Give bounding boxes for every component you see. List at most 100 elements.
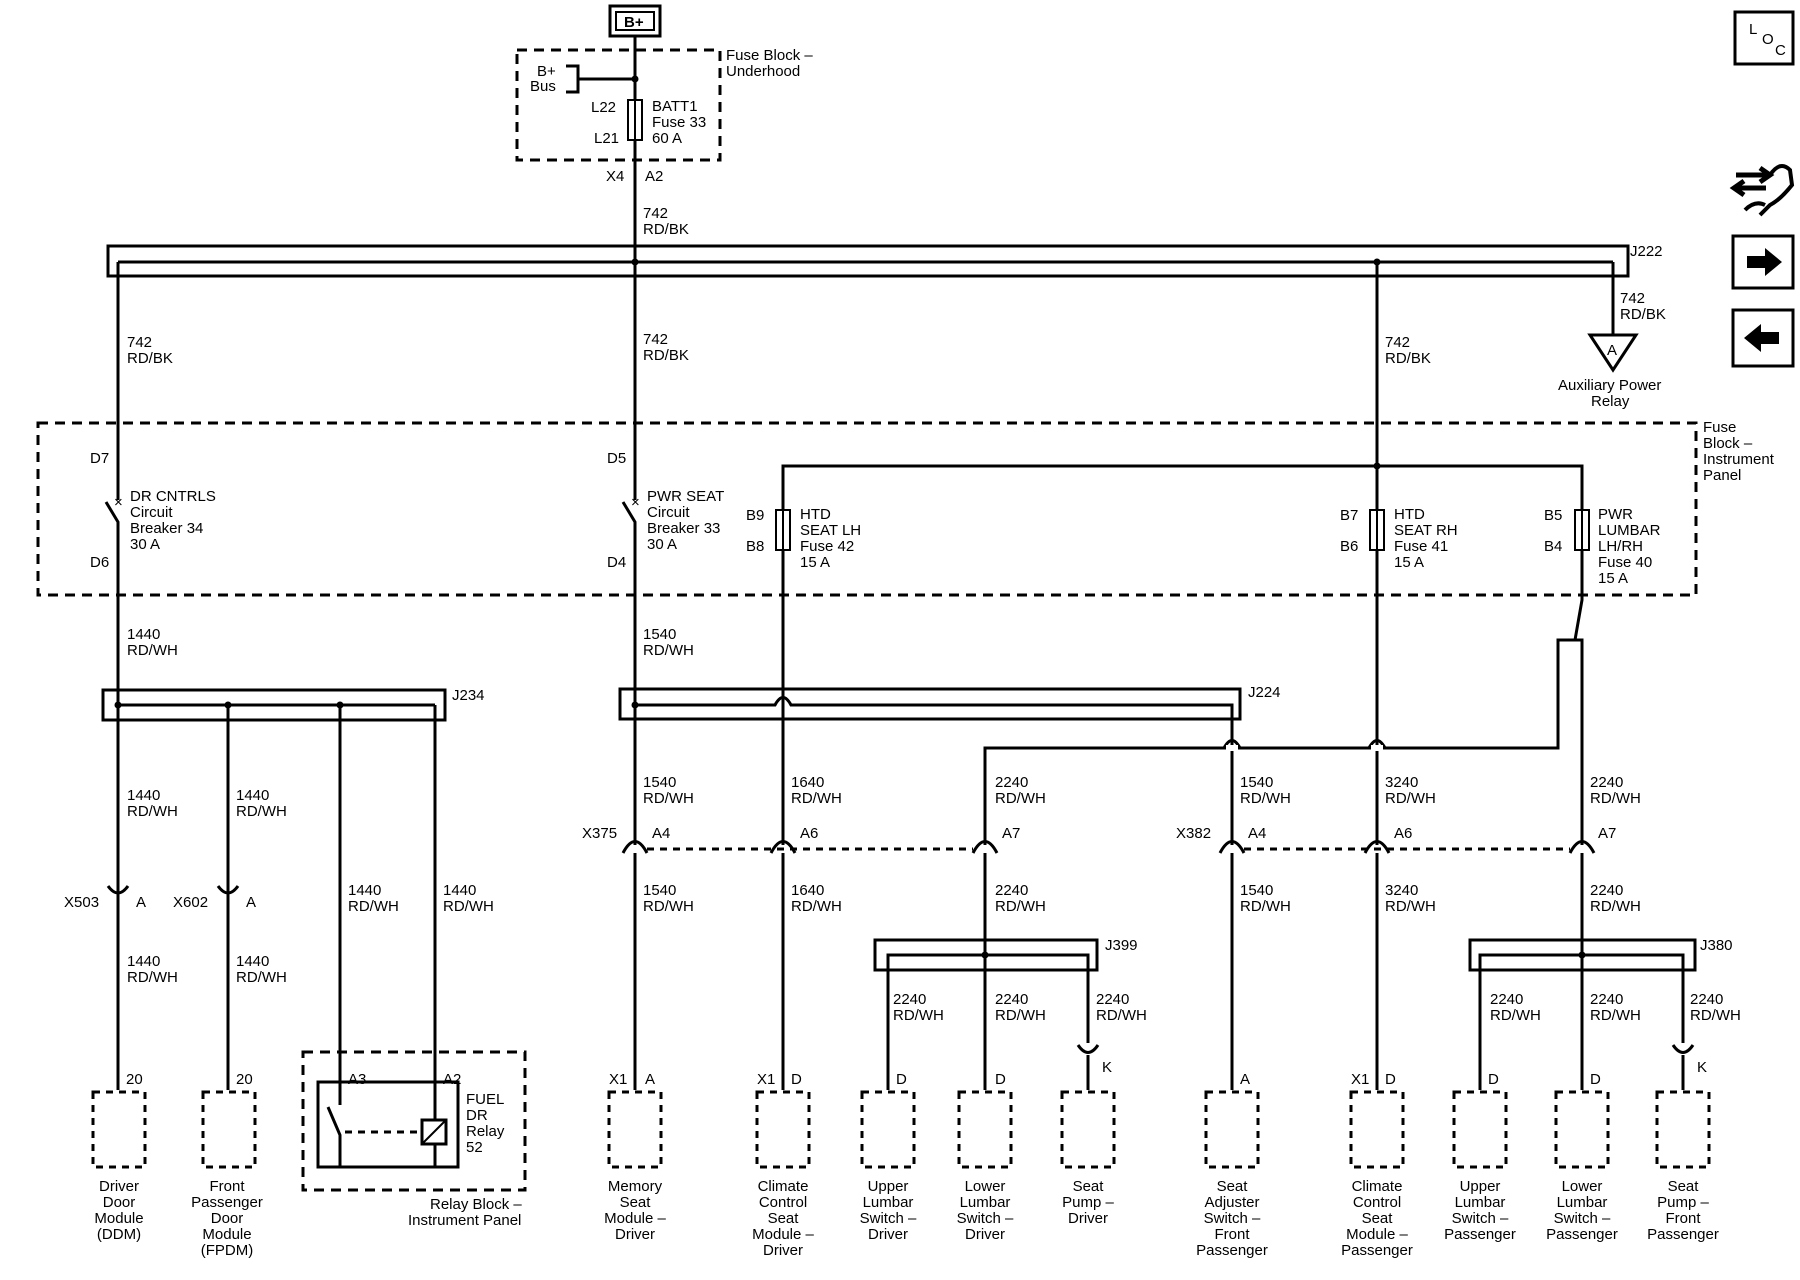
svg-text:L22: L22 xyxy=(591,99,616,116)
connector-seat-pump-driver xyxy=(1076,1044,1100,1054)
svg-text:1440: 1440 xyxy=(236,787,269,804)
svg-text:Passenger: Passenger xyxy=(1196,1242,1268,1259)
svg-text:RD/BK: RD/BK xyxy=(1620,306,1666,323)
connector-x382-a7 xyxy=(1568,840,1596,854)
relay-block-instrument-panel xyxy=(301,1050,527,1192)
svg-text:1540: 1540 xyxy=(643,774,676,791)
svg-text:2240: 2240 xyxy=(995,774,1028,791)
svg-text:A4: A4 xyxy=(652,825,670,842)
svg-text:Module: Module xyxy=(94,1210,143,1227)
battery-source-label: B+ xyxy=(624,14,644,31)
svg-text:RD/WH: RD/WH xyxy=(1690,1007,1741,1024)
svg-text:RD/WH: RD/WH xyxy=(1096,1007,1147,1024)
svg-text:D5: D5 xyxy=(607,450,626,467)
loc-button[interactable]: L O C xyxy=(1733,10,1795,66)
svg-text:Upper: Upper xyxy=(868,1178,909,1195)
svg-text:Instrument Panel: Instrument Panel xyxy=(408,1212,521,1229)
module-seat-adjuster-passenger xyxy=(1204,1090,1260,1169)
svg-text:A: A xyxy=(246,894,256,911)
svg-text:RD/BK: RD/BK xyxy=(1385,350,1431,367)
svg-text:1540: 1540 xyxy=(643,882,676,899)
svg-text:LH/RH: LH/RH xyxy=(1598,538,1643,555)
svg-text:1440: 1440 xyxy=(127,626,160,643)
previous-page-button[interactable] xyxy=(1731,308,1795,368)
svg-text:K: K xyxy=(1697,1059,1707,1076)
svg-text:RD/WH: RD/WH xyxy=(791,898,842,915)
svg-text:L: L xyxy=(1749,21,1757,38)
svg-text:D: D xyxy=(995,1071,1006,1088)
next-page-button[interactable] xyxy=(1731,234,1795,290)
svg-text:RD/WH: RD/WH xyxy=(236,803,287,820)
splice-j380 xyxy=(1468,938,1697,972)
svg-text:742: 742 xyxy=(127,334,152,351)
label-lower-lumbar-passenger: Lower Lumbar Switch – Passenger xyxy=(1546,1178,1618,1243)
svg-text:742: 742 xyxy=(643,331,668,348)
fuel-dr-relay-52 xyxy=(316,1080,460,1169)
svg-text:RD/WH: RD/WH xyxy=(995,1007,1046,1024)
fuse-block-instrument-panel xyxy=(36,421,1698,597)
fuse-block-underhood xyxy=(515,48,722,162)
svg-text:X4: X4 xyxy=(606,168,624,185)
module-lower-lumbar-driver xyxy=(957,1090,1013,1169)
svg-text:Driver: Driver xyxy=(868,1226,908,1243)
svg-text:J222: J222 xyxy=(1630,243,1663,260)
svg-text:A: A xyxy=(1240,1071,1250,1088)
connector-x375-a6 xyxy=(769,840,797,854)
svg-text:Circuit: Circuit xyxy=(130,504,173,521)
svg-text:Seat: Seat xyxy=(1073,1178,1105,1195)
svg-text:Panel: Panel xyxy=(1703,467,1741,484)
connector-x503 xyxy=(106,885,130,895)
connector-x382-a4 xyxy=(1218,840,1246,854)
batt1-fuse-label: BATT1 xyxy=(652,98,698,115)
svg-text:Passenger: Passenger xyxy=(1546,1226,1618,1243)
module-lower-lumbar-passenger xyxy=(1554,1090,1610,1169)
svg-text:O: O xyxy=(1762,31,1774,48)
svg-text:Door: Door xyxy=(103,1194,136,1211)
svg-text:52: 52 xyxy=(466,1139,483,1156)
label-ddm: Driver Door Module (DDM) xyxy=(94,1178,143,1243)
svg-text:B8: B8 xyxy=(746,538,764,555)
svg-text:D: D xyxy=(1385,1071,1396,1088)
svg-text:Driver: Driver xyxy=(965,1226,1005,1243)
label-seat-pump-passenger: Seat Pump – Front Passenger xyxy=(1647,1178,1719,1243)
fuse-block-underhood-title: Fuse Block – xyxy=(726,47,813,64)
wiring-info-icon[interactable] xyxy=(1729,164,1795,217)
svg-text:2240: 2240 xyxy=(1490,991,1523,1008)
svg-text:Upper: Upper xyxy=(1460,1178,1501,1195)
svg-text:B6: B6 xyxy=(1340,538,1358,555)
svg-text:DR: DR xyxy=(466,1107,488,1124)
svg-text:Underhood: Underhood xyxy=(726,63,800,80)
svg-text:742: 742 xyxy=(643,205,668,222)
svg-text:1640: 1640 xyxy=(791,882,824,899)
svg-text:HTD: HTD xyxy=(1394,506,1425,523)
svg-text:A6: A6 xyxy=(800,825,818,842)
svg-text:RD/BK: RD/BK xyxy=(643,347,689,364)
splice-j399 xyxy=(873,938,1099,972)
svg-text:RD/BK: RD/BK xyxy=(643,221,689,238)
svg-text:X375: X375 xyxy=(582,825,617,842)
dr-cntrls-circuit-breaker xyxy=(104,495,120,650)
svg-text:Pump –: Pump – xyxy=(1657,1194,1709,1211)
module-ddm xyxy=(91,1090,147,1169)
svg-text:X1: X1 xyxy=(609,1071,627,1088)
svg-text:K: K xyxy=(1102,1059,1112,1076)
label-seat-pump-driver: Seat Pump – Driver xyxy=(1062,1178,1114,1227)
svg-text:Seat: Seat xyxy=(768,1210,800,1227)
svg-text:RD/WH: RD/WH xyxy=(1590,790,1641,807)
svg-text:Block –: Block – xyxy=(1703,435,1753,452)
svg-text:Passenger: Passenger xyxy=(1647,1226,1719,1243)
svg-text:Control: Control xyxy=(1353,1194,1401,1211)
auxiliary-power-relay-symbol xyxy=(1587,333,1639,373)
svg-text:15 A: 15 A xyxy=(800,554,830,571)
svg-text:Control: Control xyxy=(759,1194,807,1211)
svg-text:1440: 1440 xyxy=(443,882,476,899)
label-fpdm: Front Passenger Door Module (FPDM) xyxy=(191,1178,263,1259)
svg-text:1440: 1440 xyxy=(127,953,160,970)
svg-text:RD/WH: RD/WH xyxy=(1240,790,1291,807)
svg-text:Front: Front xyxy=(209,1178,245,1195)
svg-text:Breaker 34: Breaker 34 xyxy=(130,520,203,537)
label-climate-seat-passenger: Climate Control Seat Module – Passenger xyxy=(1341,1178,1413,1259)
svg-text:RD/WH: RD/WH xyxy=(443,898,494,915)
svg-text:×: × xyxy=(631,494,640,511)
connector-x602 xyxy=(216,885,240,895)
